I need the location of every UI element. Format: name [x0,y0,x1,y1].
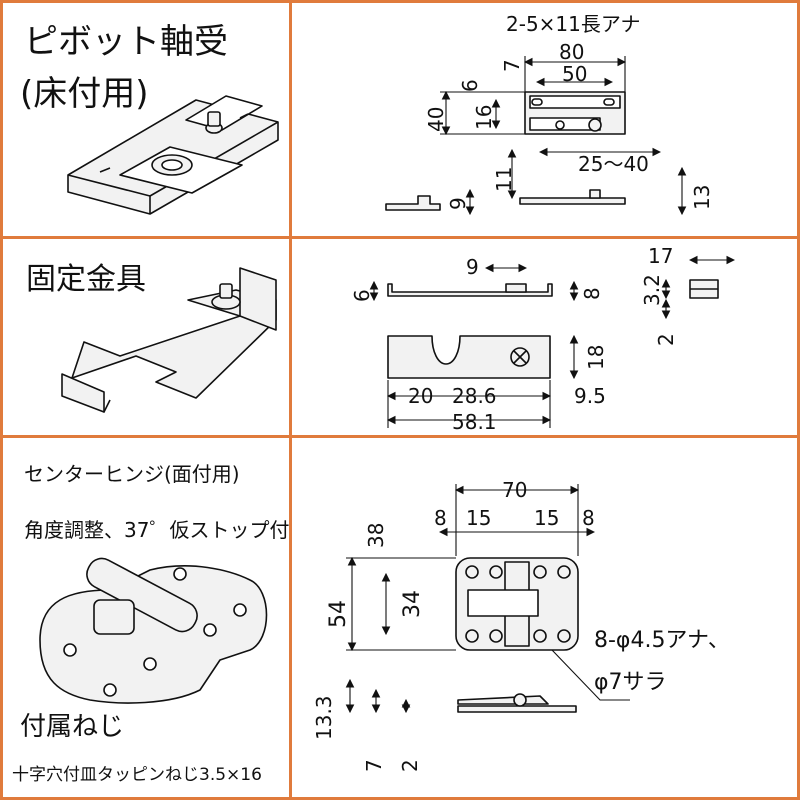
countersink-spec: φ7サラ [594,670,667,695]
dim-9-5: 9.5 [574,384,606,408]
dim-7b: 7 [362,759,386,772]
panel-3-right-frame [289,435,800,800]
dim-7: 7 [500,59,524,72]
dim-8a: 8 [434,506,447,530]
dim-15b: 15 [534,506,560,530]
pivot-bearing-drawing [385,91,626,211]
dim-18: 18 [584,344,608,370]
center-hinge-drawing [455,557,579,713]
dim-6b: 6 [350,289,374,302]
dim-28-6: 28.6 [452,384,497,408]
dim-8: 8 [580,287,604,300]
dim-slot-label: 2-5×11長アナ [506,12,641,36]
dim-17: 17 [648,244,674,268]
panel-1-subtitle: (床付用) [20,74,149,114]
pivot-bearing-illustration [67,95,279,215]
center-hinge-illustration [39,557,268,704]
dim-25-40: 25～40 [578,152,649,176]
dim-9: 9 [446,197,470,210]
dim-11: 11 [492,166,516,192]
dim-15a: 15 [466,506,492,530]
dim-80: 80 [559,40,585,64]
dim-6: 6 [458,79,482,92]
dim-9b: 9 [466,255,479,279]
panel-1-title: ピボット軸受 [24,22,228,62]
panel-3-title: センターヒンジ(面付用) [24,462,240,486]
dim-13-3: 13.3 [312,695,336,740]
accessory-title: 付属ねじ [20,712,125,742]
dim-13: 13 [690,184,714,210]
panel-2-title: 固定金具 [26,262,146,297]
dimension-lines [345,56,736,714]
fixing-bracket-illustration [61,267,277,413]
holes-spec: 8-φ4.5アナ、 [594,628,730,653]
dim-40: 40 [424,106,448,132]
panel-3-subtitle: 角度調整、37゜仮ストップ付 [24,518,290,542]
accessory-text: 十字穴付皿タッピンねじ3.5×16 [12,765,262,785]
dim-16: 16 [472,104,496,130]
dim-8b: 8 [582,506,595,530]
dim-54: 54 [326,600,351,628]
dim-50: 50 [562,62,588,86]
fixing-bracket-drawing [387,279,719,379]
dim-38: 38 [364,522,388,548]
dim-20: 20 [408,384,434,408]
dim-2: 2 [654,333,678,346]
dim-34: 34 [400,590,425,618]
dim-3-2: 3.2 [640,274,664,306]
dim-70: 70 [502,478,528,502]
dim-2b: 2 [398,759,422,772]
dim-58-1: 58.1 [452,410,497,434]
